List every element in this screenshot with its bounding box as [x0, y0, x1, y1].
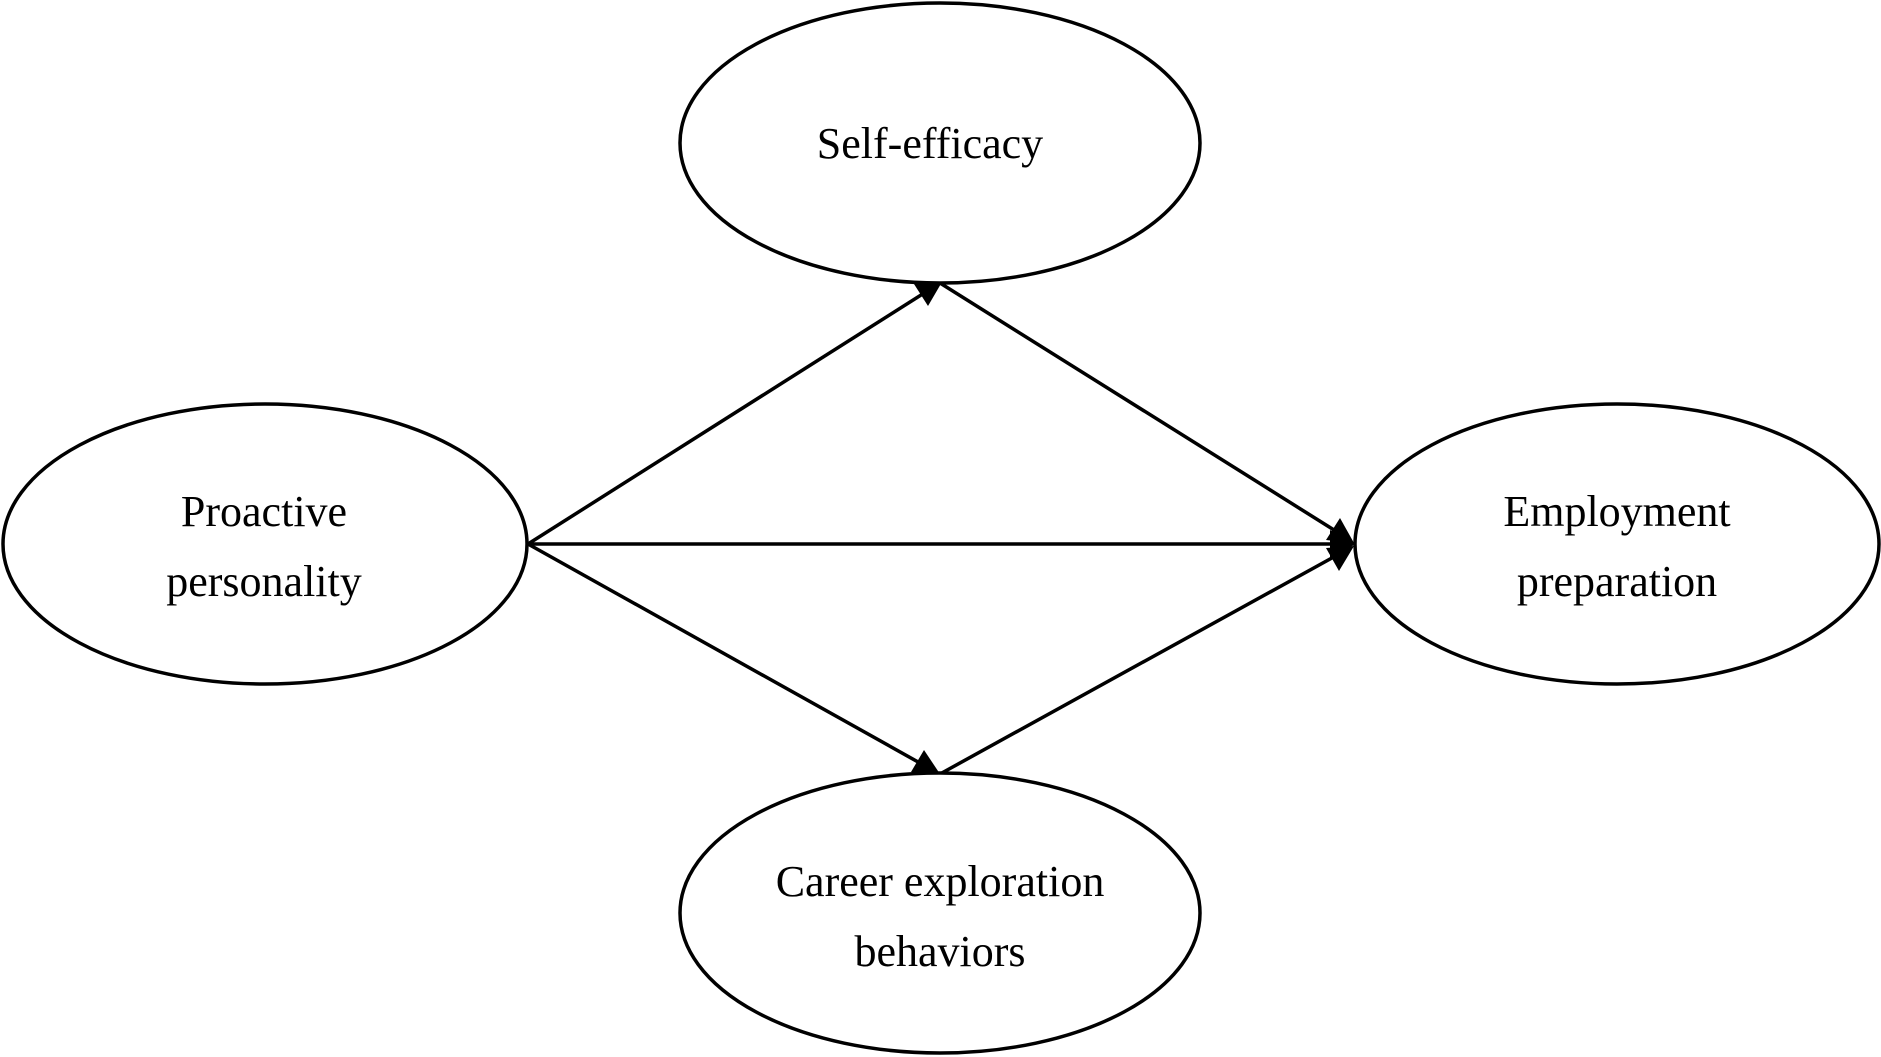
node-proactive-personality: Proactive personality [1, 402, 529, 686]
node-proactive-personality-ellipse [1, 402, 529, 686]
edge-proactive-to-self-efficacy [527, 281, 941, 546]
node-self-efficacy-ellipse [678, 1, 1202, 285]
node-employment-preparation-label-line1: Employment [1503, 487, 1730, 536]
arrowhead-proactive-to-self-efficacy [914, 282, 942, 306]
arrowhead-career-exploration-to-employment [1326, 546, 1354, 571]
node-career-exploration-behaviors-label-line2: behaviors [854, 927, 1025, 976]
node-career-exploration-behaviors: Career exploration behaviors [678, 771, 1202, 1055]
node-employment-preparation: Employment preparation [1353, 402, 1881, 686]
arrowhead-proactive-to-career-exploration [911, 750, 940, 774]
edge-career-exploration-to-employment [939, 546, 1351, 776]
node-proactive-personality-label-line2: personality [166, 557, 362, 606]
edge-self-efficacy-to-employment [939, 281, 1351, 542]
node-employment-preparation-ellipse [1353, 402, 1881, 686]
node-career-exploration-behaviors-label-line1: Career exploration [776, 857, 1105, 906]
edges [527, 281, 1356, 776]
edge-proactive-to-career-exploration [527, 542, 937, 774]
arrowhead-self-efficacy-to-employment [1326, 518, 1354, 543]
node-self-efficacy-label: Self-efficacy [817, 119, 1043, 168]
node-proactive-personality-label-line1: Proactive [181, 487, 347, 536]
node-employment-preparation-label-line2: preparation [1517, 557, 1717, 606]
node-self-efficacy: Self-efficacy [678, 1, 1202, 285]
node-career-exploration-behaviors-ellipse [678, 771, 1202, 1055]
